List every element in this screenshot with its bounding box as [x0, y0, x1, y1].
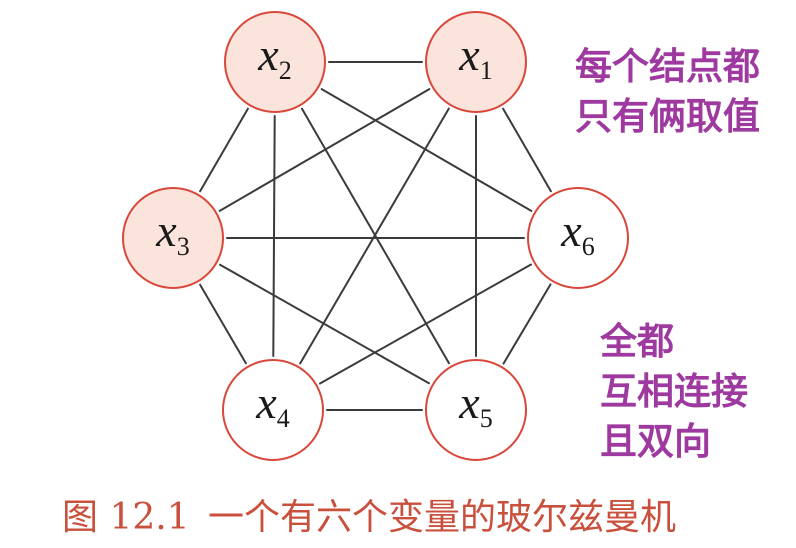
node-x4-subscript: 4: [277, 404, 290, 433]
node-x1-circle: [425, 11, 527, 113]
node-x5-subscript: 5: [480, 404, 493, 433]
annotation-binary-values: 每个结点都 只有俩取值: [575, 45, 760, 138]
node-x1-subscript: 1: [480, 56, 493, 85]
node-x2-subscript: 2: [279, 56, 292, 85]
caption-number: 图 12.1: [62, 497, 190, 538]
node-x4: x4: [222, 359, 324, 461]
node-x6-variable: x: [560, 205, 582, 256]
node-x2-label: x2: [257, 29, 291, 85]
annotation-line: 只有俩取值: [575, 95, 760, 138]
annotation-fully-connected: 全都 互相连接 且双向: [599, 320, 748, 463]
node-x4-circle: [222, 359, 324, 461]
edge-x3-x5: [219, 263, 430, 385]
edge-x2-x4: [272, 115, 276, 357]
node-x6-subscript: 6: [582, 232, 595, 261]
annotation-line: 互相连接: [600, 370, 748, 413]
edge-x5-x6: [502, 283, 552, 365]
figure-caption: 图 12.1 一个有六个变量的玻尔兹曼机: [62, 497, 676, 538]
node-x3-variable: x: [155, 205, 177, 256]
edge-x2-x5: [301, 107, 450, 365]
annotation-line: 每个结点都: [575, 45, 760, 88]
node-x1: x1: [425, 11, 527, 113]
node-x2-circle: [224, 11, 326, 113]
edge-x1-x6: [502, 107, 552, 193]
node-x3-label: x3: [155, 205, 189, 261]
caption-text: 一个有六个变量的玻尔兹曼机: [208, 497, 676, 538]
edge-x2-x3: [199, 107, 249, 193]
node-x2: x2: [224, 11, 326, 113]
edge-x1-x3: [218, 88, 431, 212]
node-x5-variable: x: [458, 377, 480, 428]
node-x6-circle: [527, 187, 629, 289]
node-x3-subscript: 3: [177, 232, 190, 261]
node-x5: x5: [425, 359, 527, 461]
node-x4-variable: x: [255, 377, 277, 428]
node-x3: x3: [122, 187, 224, 289]
edge-layer: [199, 61, 552, 411]
node-x1-label: x1: [458, 29, 492, 85]
node-x5-circle: [425, 359, 527, 461]
node-x1-variable: x: [458, 29, 480, 80]
node-x2-variable: x: [257, 29, 279, 80]
node-layer: x1 x2 x3 x4 x5: [122, 11, 629, 461]
annotation-line: 全都: [599, 320, 674, 363]
node-x4-label: x4: [255, 377, 289, 433]
node-x3-circle: [122, 187, 224, 289]
edge-x4-x6: [319, 263, 532, 385]
node-x6-label: x6: [560, 205, 594, 261]
edge-x3-x4: [199, 283, 247, 365]
annotation-line: 且双向: [600, 420, 711, 463]
node-x6: x6: [527, 187, 629, 289]
edge-x2-x6: [320, 88, 533, 212]
node-x5-label: x5: [458, 377, 492, 433]
